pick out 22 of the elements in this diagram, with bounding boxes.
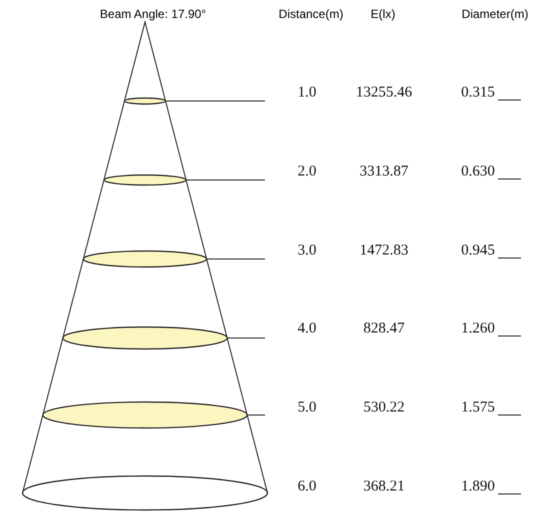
diameter-value: 1.890	[461, 478, 495, 496]
diameter-value: 1.260	[461, 320, 495, 338]
illuminance-value: 13255.46	[356, 84, 412, 102]
diameter-value: 0.945	[461, 242, 495, 260]
diameter-value: 1.575	[461, 400, 495, 416]
column-header: Diameter(m)	[462, 7, 528, 21]
distance-value: 3.0	[298, 242, 316, 260]
distance-value: 4.0	[298, 320, 316, 338]
diameter-value: 0.630	[461, 164, 495, 180]
distance-value: 2.0	[298, 164, 316, 180]
illuminance-value: 3313.87	[360, 164, 408, 180]
distance-value: 1.0	[298, 84, 316, 102]
column-header: Distance(m)	[278, 7, 344, 21]
beam-angle-title: Beam Angle: 17.90°	[100, 7, 206, 21]
illuminance-value: 828.47	[363, 320, 405, 338]
distance-value: 6.0	[298, 478, 316, 496]
illuminance-value: 368.21	[363, 478, 405, 496]
diameter-value: 0.315	[461, 84, 495, 102]
distance-value: 5.0	[298, 400, 316, 416]
illuminance-value: 530.22	[363, 400, 405, 416]
column-header: E(lx)	[370, 7, 396, 21]
illuminance-value: 1472.83	[360, 242, 408, 260]
